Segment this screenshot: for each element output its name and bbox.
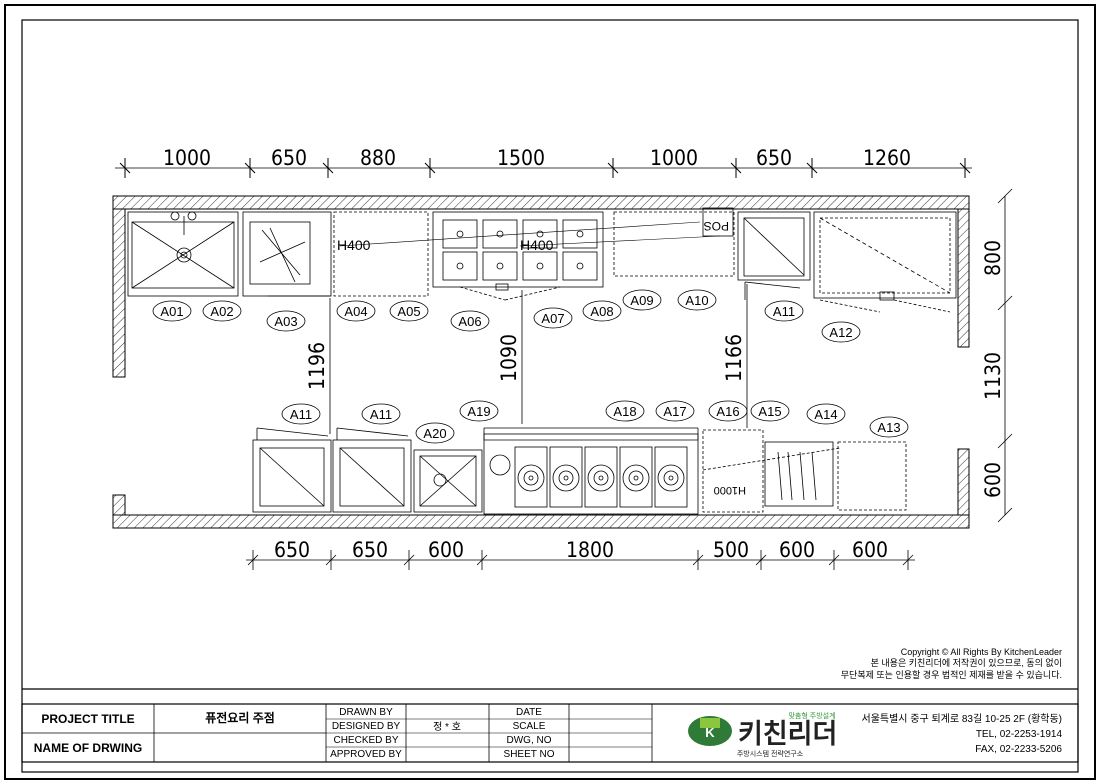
- title-block-frame: [21, 688, 1079, 763]
- tag-a18: A18: [613, 404, 636, 419]
- tag-a17: A17: [663, 404, 686, 419]
- copyright-line-2: 본 내용은 키친리더에 저작권이 있으므로, 동의 없이: [871, 657, 1062, 668]
- top-dim-6: 650: [756, 146, 792, 170]
- top-dim-3: 880: [360, 146, 396, 170]
- tag-a06: A06: [458, 314, 481, 329]
- h400-label-a: H400: [337, 237, 371, 253]
- inner-border: [21, 19, 1079, 773]
- tag-a11-bottom-2: A11: [370, 407, 392, 422]
- bottom-dim-4: 1800: [566, 538, 614, 562]
- tag-a14: A14: [814, 407, 837, 422]
- copyright-line-1: Copyright © All Rights By KitchenLeader: [901, 647, 1062, 657]
- aisle-dimension-lines: [329, 188, 1013, 523]
- tag-a11-bottom-1: A11: [290, 407, 312, 422]
- copyright-line-3: 무단복제 또는 인용할 경우 법적인 제재를 받을 수 있습니다.: [841, 669, 1062, 680]
- bottom-dimension-labels: 650 650 600 1800 500 600 600: [274, 538, 888, 562]
- tag-a04: A04: [344, 304, 367, 319]
- pos-label: POS: [704, 219, 729, 233]
- logo-wordmark: 키친리더: [738, 719, 837, 749]
- tag-a16: A16: [716, 404, 739, 419]
- tag-a05: A05: [397, 304, 420, 319]
- bottom-dim-7: 600: [852, 538, 888, 562]
- aisle-dim-2: 1090: [497, 334, 521, 382]
- bottom-dimension-line: [246, 550, 915, 570]
- tag-a11-top: A11: [773, 304, 795, 319]
- right-dim-3: 600: [981, 462, 1005, 498]
- aisle-dim-3: 1166: [722, 334, 746, 382]
- tag-a12: A12: [829, 325, 852, 340]
- h400-lines: [339, 221, 721, 247]
- project-title-value: 퓨전요리 주점: [205, 710, 275, 725]
- dwg-no-label: DWG, NO: [507, 735, 552, 746]
- bottom-dim-6: 600: [779, 538, 815, 562]
- copyright-notice: Copyright © All Rights By KitchenLeader …: [841, 647, 1062, 680]
- top-dim-2: 650: [271, 146, 307, 170]
- top-tags: [152, 289, 861, 343]
- tag-a20: A20: [423, 426, 446, 441]
- tag-a01: A01: [160, 304, 183, 319]
- drawn-by-label: DRAWN BY: [339, 707, 393, 718]
- top-dim-1: 1000: [163, 146, 211, 170]
- bottom-tag-labels: A11 A11 A20 A19 A18 A17 A16 A15 A14 A13: [290, 404, 901, 441]
- svg-text:K: K: [705, 725, 715, 740]
- bottom-dim-3: 600: [428, 538, 464, 562]
- name-of-drawing-label: NAME OF DRWING: [34, 741, 142, 755]
- top-dim-5: 1000: [650, 146, 698, 170]
- company-contact: 서울특별시 중구 퇴계로 83길 10-25 2F (황학동) TEL, 02-…: [862, 712, 1063, 755]
- tag-a07: A07: [541, 311, 564, 326]
- tag-a02: A02: [210, 304, 233, 319]
- date-label: DATE: [516, 707, 542, 718]
- checked-by-label: CHECKED BY: [333, 735, 398, 746]
- approved-by-label: APPROVED BY: [330, 749, 402, 760]
- sheet-no-label: SHEET NO: [504, 749, 555, 760]
- company-address: 서울특별시 중구 퇴계로 83길 10-25 2F (황학동): [862, 712, 1063, 725]
- outer-border: [4, 4, 1096, 780]
- tag-a15: A15: [758, 404, 781, 419]
- h1000-label: H1000: [714, 484, 746, 496]
- company-logo: K 키친리더 맞춤형 주방설계 주방시스템 전략연구소: [688, 711, 837, 758]
- project-title-label: PROJECT TITLE: [41, 712, 134, 726]
- logo-subtitle: 주방시스템 전략연구소: [737, 749, 804, 758]
- walls: [112, 195, 970, 529]
- tag-a03: A03: [274, 314, 297, 329]
- tag-a08: A08: [590, 304, 613, 319]
- top-dimension-labels: 1000 650 880 1500 1000 650 1260: [163, 146, 911, 170]
- aisle-dimension-labels: 1196 1090 1166 800 1130 600: [305, 240, 1005, 498]
- bottom-dim-2: 650: [352, 538, 388, 562]
- company-tel: TEL, 02-2253-1914: [976, 729, 1063, 740]
- right-dim-2: 1130: [981, 352, 1005, 400]
- top-tag-labels: A01 A02 A03 A04 A05 A06 A07 A08 A09 A10 …: [160, 293, 852, 340]
- bottom-tags: [281, 400, 909, 444]
- company-fax: FAX, 02-2233-5206: [975, 744, 1062, 755]
- logo-slogan: 맞춤형 주방설계: [788, 711, 835, 720]
- bottom-dim-1: 650: [274, 538, 310, 562]
- tag-a19: A19: [467, 404, 490, 419]
- top-equipment: [127, 207, 957, 313]
- right-dim-1: 800: [981, 240, 1005, 276]
- tag-a13: A13: [877, 420, 900, 435]
- bottom-dim-5: 500: [713, 538, 749, 562]
- top-dim-7: 1260: [863, 146, 911, 170]
- scale-label: SCALE: [513, 721, 546, 732]
- h400-label-b: H400: [520, 237, 554, 253]
- bottom-equipment: [252, 427, 907, 515]
- title-block-text: PROJECT TITLE 퓨전요리 주점 NAME OF DRWING DRA…: [34, 707, 555, 760]
- aisle-dim-1: 1196: [305, 342, 329, 390]
- top-dimension-line: [115, 158, 972, 178]
- designer-name: 정 * 호: [433, 721, 461, 733]
- tag-a09: A09: [630, 293, 653, 308]
- designed-by-label: DESIGNED BY: [332, 721, 401, 732]
- top-dim-4: 1500: [497, 146, 545, 170]
- tag-a10: A10: [685, 293, 708, 308]
